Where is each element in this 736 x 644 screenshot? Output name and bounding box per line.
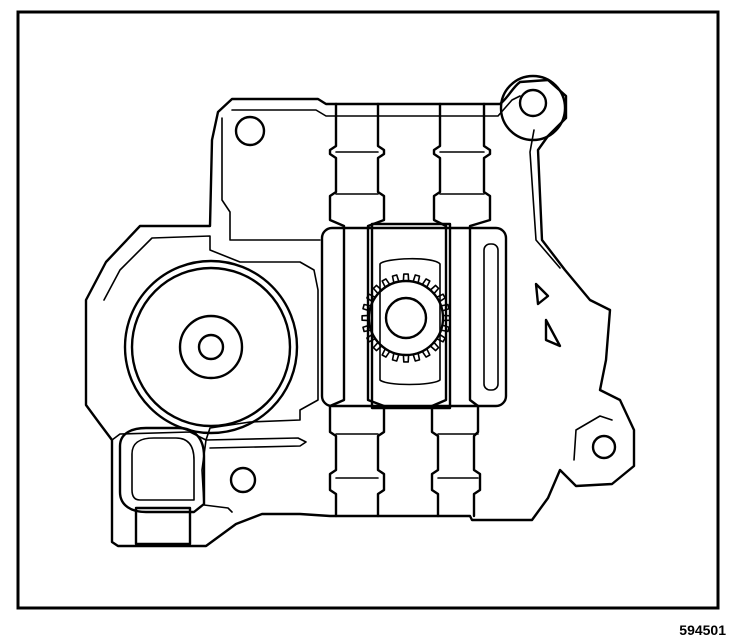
guide-rail-left xyxy=(328,102,386,518)
gear-tooth xyxy=(362,324,372,333)
mount-hole-top-right xyxy=(518,88,548,118)
figure-id: 594501 xyxy=(679,622,726,638)
gear-tooth xyxy=(435,293,446,303)
gear-tooth xyxy=(421,347,431,358)
gear-tooth xyxy=(366,333,377,343)
gear-tooth xyxy=(361,314,370,322)
gear-tooth xyxy=(391,274,400,284)
gear-tooth xyxy=(421,278,431,289)
housing-inner-outline xyxy=(103,95,613,513)
gear-tooth xyxy=(381,347,391,358)
mount-ear-top-right xyxy=(499,74,567,142)
gear-tooth xyxy=(440,324,450,333)
mount-hole-bottom-right xyxy=(591,434,617,460)
gear-tooth xyxy=(429,341,440,352)
gear-tooth xyxy=(362,303,372,312)
housing-outline xyxy=(84,78,636,548)
drive-gear xyxy=(361,257,451,386)
gear-tooth xyxy=(429,284,440,295)
motor-pulley xyxy=(123,259,299,435)
carriage-plate xyxy=(320,222,508,410)
electrical-connector xyxy=(118,426,307,546)
gear-tooth xyxy=(412,352,421,362)
mount-hole-bottom-left xyxy=(229,466,257,494)
gear-tooth xyxy=(391,352,400,362)
diagram-border xyxy=(16,10,720,610)
gear-tooth xyxy=(442,314,451,322)
mount-hole-top-left xyxy=(234,115,266,147)
guide-rail-right xyxy=(430,102,492,518)
gear-tooth xyxy=(412,274,421,284)
gear-tooth xyxy=(372,284,383,295)
gear-tooth xyxy=(440,303,450,312)
gear-tooth xyxy=(366,293,377,303)
gear-tooth xyxy=(381,278,391,289)
gear-tooth xyxy=(435,333,446,343)
gear-tooth xyxy=(402,354,410,363)
actuator-housing xyxy=(84,74,636,548)
gear-tooth xyxy=(372,341,383,352)
direction-markers xyxy=(534,282,562,348)
gear-tooth xyxy=(402,273,410,282)
